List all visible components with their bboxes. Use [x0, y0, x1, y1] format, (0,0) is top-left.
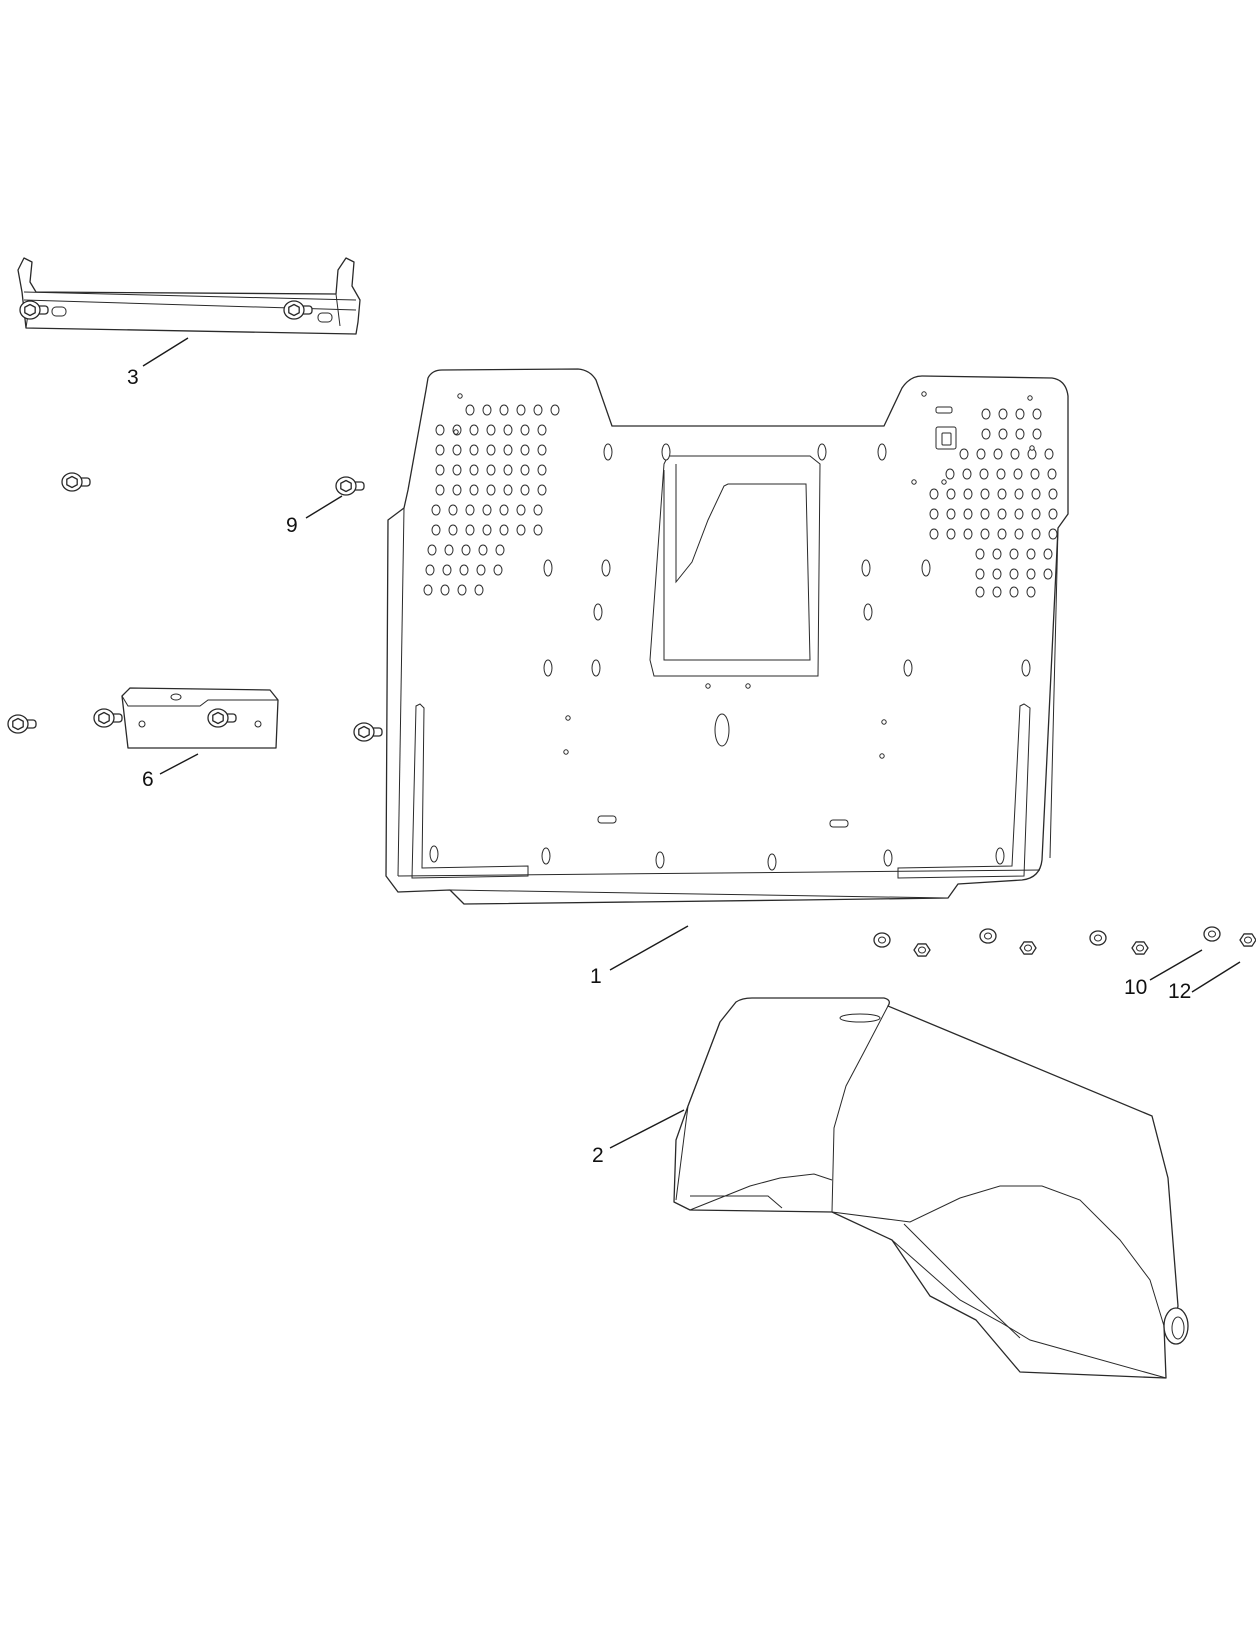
- deflector-part-2: [673, 997, 1189, 1379]
- callout-10: 10: [1124, 976, 1147, 999]
- callout-1: 1: [590, 965, 602, 988]
- leader-lines: [142, 337, 1241, 1149]
- callout-labels: 3 9 6 1 2 10 12: [127, 366, 1191, 1167]
- callout-12: 12: [1168, 980, 1191, 1003]
- callout-9: 9: [286, 514, 298, 537]
- small-bracket-part-6: [121, 687, 279, 749]
- callout-3: 3: [127, 366, 139, 389]
- upper-bracket-part-3: [17, 257, 361, 335]
- hardware-group: [7, 300, 1256, 957]
- callout-2: 2: [592, 1144, 604, 1167]
- main-plate-part-1: [385, 368, 1069, 905]
- callout-6: 6: [142, 768, 154, 791]
